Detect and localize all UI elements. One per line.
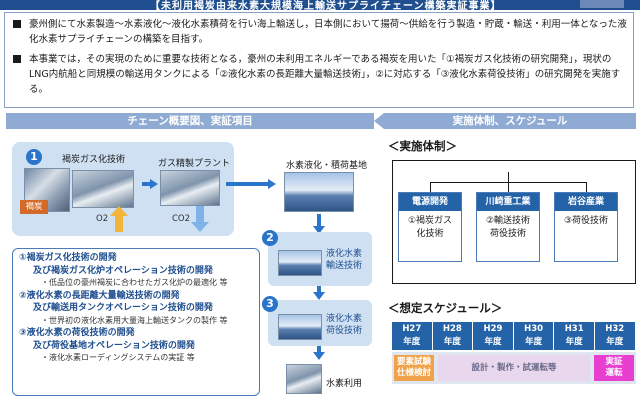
arrow-shaft — [196, 206, 204, 224]
header-bar: 【未利用褐炭由来水素大規模海上輸送サプライチェーン構築実証事業】 — [0, 0, 640, 12]
arrow-shaft — [317, 346, 321, 354]
arrow-down-icon — [313, 226, 325, 234]
schedule-bar-design: 設計・製作・試運転等 — [438, 355, 590, 381]
arrow-right-icon — [150, 179, 158, 189]
arrow-up-icon — [110, 206, 128, 216]
utilization-label: 水素利用 — [326, 379, 363, 389]
intro-box: 豪州側にて水素製造～水素液化～液化水素積荷を行い海上輸送し，日本側において揚荷～… — [4, 12, 634, 108]
org-connector — [508, 172, 509, 182]
organization-frame — [392, 160, 636, 284]
schedule-bar-demonstration: 実証 運転 — [594, 355, 634, 381]
dev-item: 及び輸送用タンクオペレーション技術の開発 — [33, 303, 213, 313]
unloading-base-photo — [278, 314, 322, 340]
org-connector — [586, 182, 587, 192]
arrow-shaft — [317, 214, 321, 228]
dev-item: ①褐炭ガス化技術の開発 — [19, 253, 117, 263]
page-title: 【未利用褐炭由来水素大規模海上輸送サプライチェーン構築実証事業】 — [150, 1, 502, 12]
step3-label: 液化水素 荷役技術 — [326, 314, 363, 336]
transport-ship-photo — [278, 250, 322, 276]
org-connector — [508, 182, 509, 192]
dev-item: 及び荷役基地オペレーション技術の開発 — [33, 340, 195, 351]
co2-label: CO2 — [172, 214, 191, 224]
dev-item-note: ・低品位の豪州褐炭に合わせたガス化炉の最適化 等 — [41, 278, 228, 287]
org-member-name: 岩谷産業 — [555, 193, 617, 211]
step2-number-icon: 2 — [262, 230, 278, 246]
dev-item: ②液化水素の長距離大量輸送技術の開発 — [19, 290, 180, 301]
hydrogen-use-photo — [286, 364, 322, 394]
arrow-down-icon — [313, 292, 325, 300]
organization-schedule-band: 実施体制、スケジュール — [374, 113, 636, 129]
schedule-bar-element-test: 要素試験 仕様検討 — [394, 355, 434, 381]
dev-item: 及び褐炭ガス化炉オペレーション技術の開発 — [33, 265, 213, 276]
chain-overview-band: チェーン概要図、実証項目 — [6, 113, 374, 129]
development-items-box: ①褐炭ガス化技術の開発 及び褐炭ガス化炉オペレーション技術の開発 ・低品位の豪州… — [12, 248, 260, 396]
bullet-square-icon — [13, 20, 21, 28]
dev-item: ③液化水素の荷役技術の開発 — [19, 328, 135, 338]
org-member-card: 岩谷産業 ③荷役技術 — [554, 192, 618, 262]
org-member-name: 電源開発 — [399, 193, 461, 211]
step2-label: 液化水素 輸送技術 — [326, 249, 363, 271]
liquefaction-label: 水素液化・積荷基地 — [286, 161, 368, 171]
org-connector — [430, 182, 431, 192]
arrow-shaft — [142, 182, 152, 186]
header-badge — [580, 0, 624, 8]
arrow-shaft — [226, 182, 270, 186]
gasifier-photo — [72, 170, 134, 208]
organization-heading: ＜実施体制＞ — [388, 139, 457, 153]
gas-plant-photo — [160, 170, 220, 206]
o2-label: O2 — [96, 214, 109, 224]
org-member-card: 電源開発 ①褐炭ガス 化技術 — [398, 192, 462, 262]
arrow-down-icon — [191, 222, 209, 232]
schedule-heading: ＜想定スケジュール＞ — [388, 301, 503, 315]
arrow-down-icon — [313, 352, 325, 360]
step1-label: 褐炭ガス化技術 — [62, 155, 126, 165]
org-member-card: 川崎重工業 ②輸送技術 荷役技術 — [476, 192, 540, 262]
arrow-right-icon — [268, 179, 276, 189]
coal-tag: 褐炭 — [20, 200, 48, 214]
arrow-shaft — [317, 286, 321, 294]
dev-item-note: ・液化水素ローディングシステムの実証 等 — [41, 353, 195, 362]
org-member-name: 川崎重工業 — [477, 193, 539, 211]
arrow-shaft — [115, 214, 123, 232]
dev-item-note: ・世界初の液化水素用大量海上輸送タンクの製作 等 — [41, 315, 228, 325]
gas-plant-label: ガス精製プラント — [158, 159, 231, 169]
intro-paragraph-1: 豪州側にて水素製造～水素液化～液化水素積荷を行い海上輸送し，日本側において揚荷～… — [11, 17, 627, 47]
org-member-role: ③荷役技術 — [563, 216, 609, 226]
step1-number-icon: 1 — [26, 149, 42, 165]
step3-number-icon: 3 — [262, 296, 278, 312]
org-member-role: ①褐炭ガス 化技術 — [407, 216, 453, 239]
bullet-square-icon — [13, 55, 21, 63]
schedule-bars: 要素試験 仕様検討 設計・製作・試運転等 実証 運転 — [392, 352, 636, 384]
intro-paragraph-2: 本事業では，その実現のために重要な技術となる，豪州の未利用エネルギーである褐炭を… — [11, 52, 627, 97]
org-member-role: ②輸送技術 荷役技術 — [485, 216, 531, 239]
liquefaction-base-photo — [284, 172, 354, 212]
